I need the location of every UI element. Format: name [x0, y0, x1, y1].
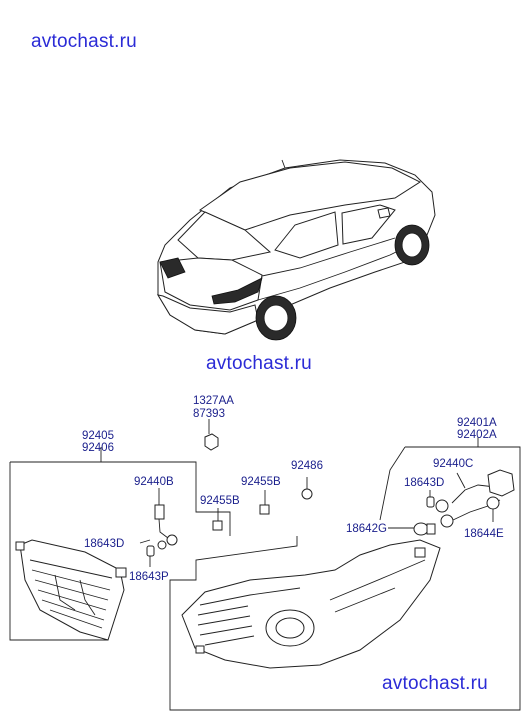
- inner-lamp-frame: [9, 447, 231, 641]
- grommet-92486: [301, 477, 313, 500]
- label-92455b-right: 92455B: [241, 476, 281, 488]
- bulb-18643p: [146, 545, 155, 567]
- label-92440c: 92440C: [433, 458, 473, 470]
- label-92405: 92405: [82, 430, 114, 442]
- bulb-18642g: [388, 522, 436, 536]
- screw-92455b-right: [259, 490, 270, 515]
- inner-lamp-assembly: [15, 539, 127, 641]
- nut-1327aa: [204, 419, 219, 451]
- car-illustration: [156, 159, 436, 341]
- screw-92455b-left: [212, 508, 223, 531]
- label-92440b: 92440B: [134, 476, 174, 488]
- label-18643p: 18643P: [129, 571, 169, 583]
- watermark-top: avtochast.ru: [31, 31, 137, 52]
- label-92455b-left: 92455B: [200, 495, 240, 507]
- bulb-18644e: [486, 496, 500, 522]
- socket-92440b: [139, 488, 178, 550]
- outer-lamp-assembly: [181, 539, 441, 669]
- label-92402a: 92402A: [457, 429, 497, 441]
- label-18644e: 18644E: [464, 528, 504, 540]
- label-92406: 92406: [82, 442, 114, 454]
- label-92486: 92486: [291, 460, 323, 472]
- watermark-bottom: avtochast.ru: [382, 673, 488, 694]
- label-18642g: 18642G: [346, 523, 387, 535]
- label-18643d-right: 18643D: [404, 477, 444, 489]
- label-18643d-left: 18643D: [84, 538, 124, 550]
- label-1327aa: 1327AA: [193, 395, 234, 407]
- bulb-18643d-right: [426, 490, 435, 508]
- outer-lamp-frame: [169, 437, 521, 711]
- label-87393: 87393: [193, 408, 225, 420]
- watermark-middle: avtochast.ru: [206, 353, 312, 374]
- socket-92440c: [435, 469, 515, 528]
- label-92401a: 92401A: [457, 417, 497, 429]
